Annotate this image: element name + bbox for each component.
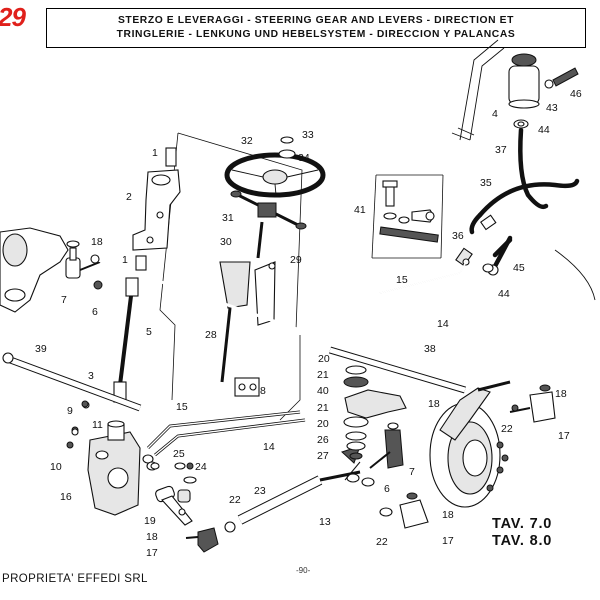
callout-20b: 20 [317,418,329,430]
callout-21: 21 [317,369,329,381]
fitting-36 [455,247,473,267]
callout-3: 3 [88,370,94,382]
tie-rod-end-center [369,422,429,529]
owner-notice: PROPRIETA' EFFEDI SRL [2,573,148,585]
tie-rod-end-right [509,384,556,423]
callout-26: 26 [317,434,329,446]
pipe-14-15-lower [142,410,306,471]
callout-8: 8 [260,385,266,397]
drag-link-38 [329,346,466,394]
callout-28: 28 [205,329,217,341]
callout-14: 14 [437,318,449,330]
callout-1b: 1 [122,254,128,266]
callout-17: 17 [146,547,158,559]
drop-arm-assembly [155,485,219,553]
callout-6: 6 [92,306,98,318]
callout-37: 37 [495,144,507,156]
table-ref-8: TAV. 8.0 [492,533,553,549]
column-housing [219,261,276,383]
callout-22b: 22 [376,536,388,548]
bolt-kit-41 [379,180,439,243]
header-line-2: TRINGLERIE - LENKUNG UND HEBELSYSTEM - D… [116,29,516,40]
callout-2: 2 [126,191,132,203]
callout-40: 40 [317,385,329,397]
callout-23: 23 [254,485,266,497]
right-wheel-hub [429,380,511,508]
header-line-1: STERZO E LEVERAGGI - STEERING GEAR AND L… [117,15,515,26]
callout-27: 27 [317,450,329,462]
callout-16: 16 [60,491,72,503]
page-number: -90- [296,566,311,575]
callout-25: 25 [173,448,185,460]
column-bracket [132,147,181,251]
front-axle-left [0,227,80,313]
callout-33: 33 [302,129,314,141]
callout-44: 44 [538,124,550,136]
fasteners [71,400,375,487]
callout-21b: 21 [317,402,329,414]
callout-43: 43 [546,102,558,114]
hydraulic-reservoir [451,39,579,141]
callout-38: 38 [424,343,436,355]
callout-46: 46 [570,88,582,100]
tie-rod-39 [2,352,142,412]
callout-29: 29 [290,254,302,266]
callout-44b: 44 [498,288,510,300]
callout-14b: 14 [263,441,275,453]
callout-13: 13 [319,516,331,528]
callout-18e: 18 [555,388,567,400]
callout-35: 35 [480,177,492,189]
bell-crank-assembly [343,365,407,481]
callout-10: 10 [50,461,62,473]
callout-labels: 1 2 1 3 4 5 6 6 7 7 8 9 10 11 13 14 14 1… [35,88,582,559]
tie-rod-14-upper [90,254,471,391]
tie-rod-end-left [65,247,103,290]
callout-7b: 7 [409,466,415,478]
callout-36: 36 [452,230,464,242]
intermediate-shaft [82,255,147,409]
callout-15b: 15 [176,401,188,413]
callout-1: 1 [152,147,158,159]
page-header: STERZO E LEVERAGGI - STEERING GEAR AND L… [46,8,586,48]
callout-45: 45 [513,262,525,274]
callout-18d: 18 [442,509,454,521]
hydraulic-hoses [469,127,596,301]
callout-5: 5 [146,326,152,338]
steering-gear-box [66,420,141,516]
callout-30: 30 [220,236,232,248]
callout-22: 22 [229,494,241,506]
callout-18c: 18 [428,398,440,410]
callout-20: 20 [318,353,330,365]
callout-39: 39 [35,343,47,355]
callout-6b: 6 [384,483,390,495]
callout-41: 41 [354,204,366,216]
callout-22c: 22 [501,423,513,435]
tilt-lever-31 [230,190,307,259]
hose-end-45 [482,237,513,273]
table-ref-7: TAV. 7.0 [492,516,553,532]
callout-7: 7 [61,294,67,306]
callout-15: 15 [396,274,408,286]
callout-31: 31 [222,212,234,224]
callout-4: 4 [492,108,498,120]
brand-logo: 29 [0,2,26,32]
callout-19: 19 [144,515,156,527]
power-cylinder [224,445,361,533]
callout-11: 11 [92,419,103,431]
callout-18: 18 [91,236,103,248]
callout-17b: 17 [442,535,454,547]
steering-wheel [224,136,326,198]
callout-17c: 17 [558,430,570,442]
bracket-8 [234,377,260,397]
callout-18b: 18 [146,531,158,543]
pipe-15-upper [379,261,467,294]
callout-9: 9 [67,405,73,417]
callout-24: 24 [195,461,207,473]
callout-32: 32 [241,135,253,147]
callout-34: 34 [298,152,310,164]
